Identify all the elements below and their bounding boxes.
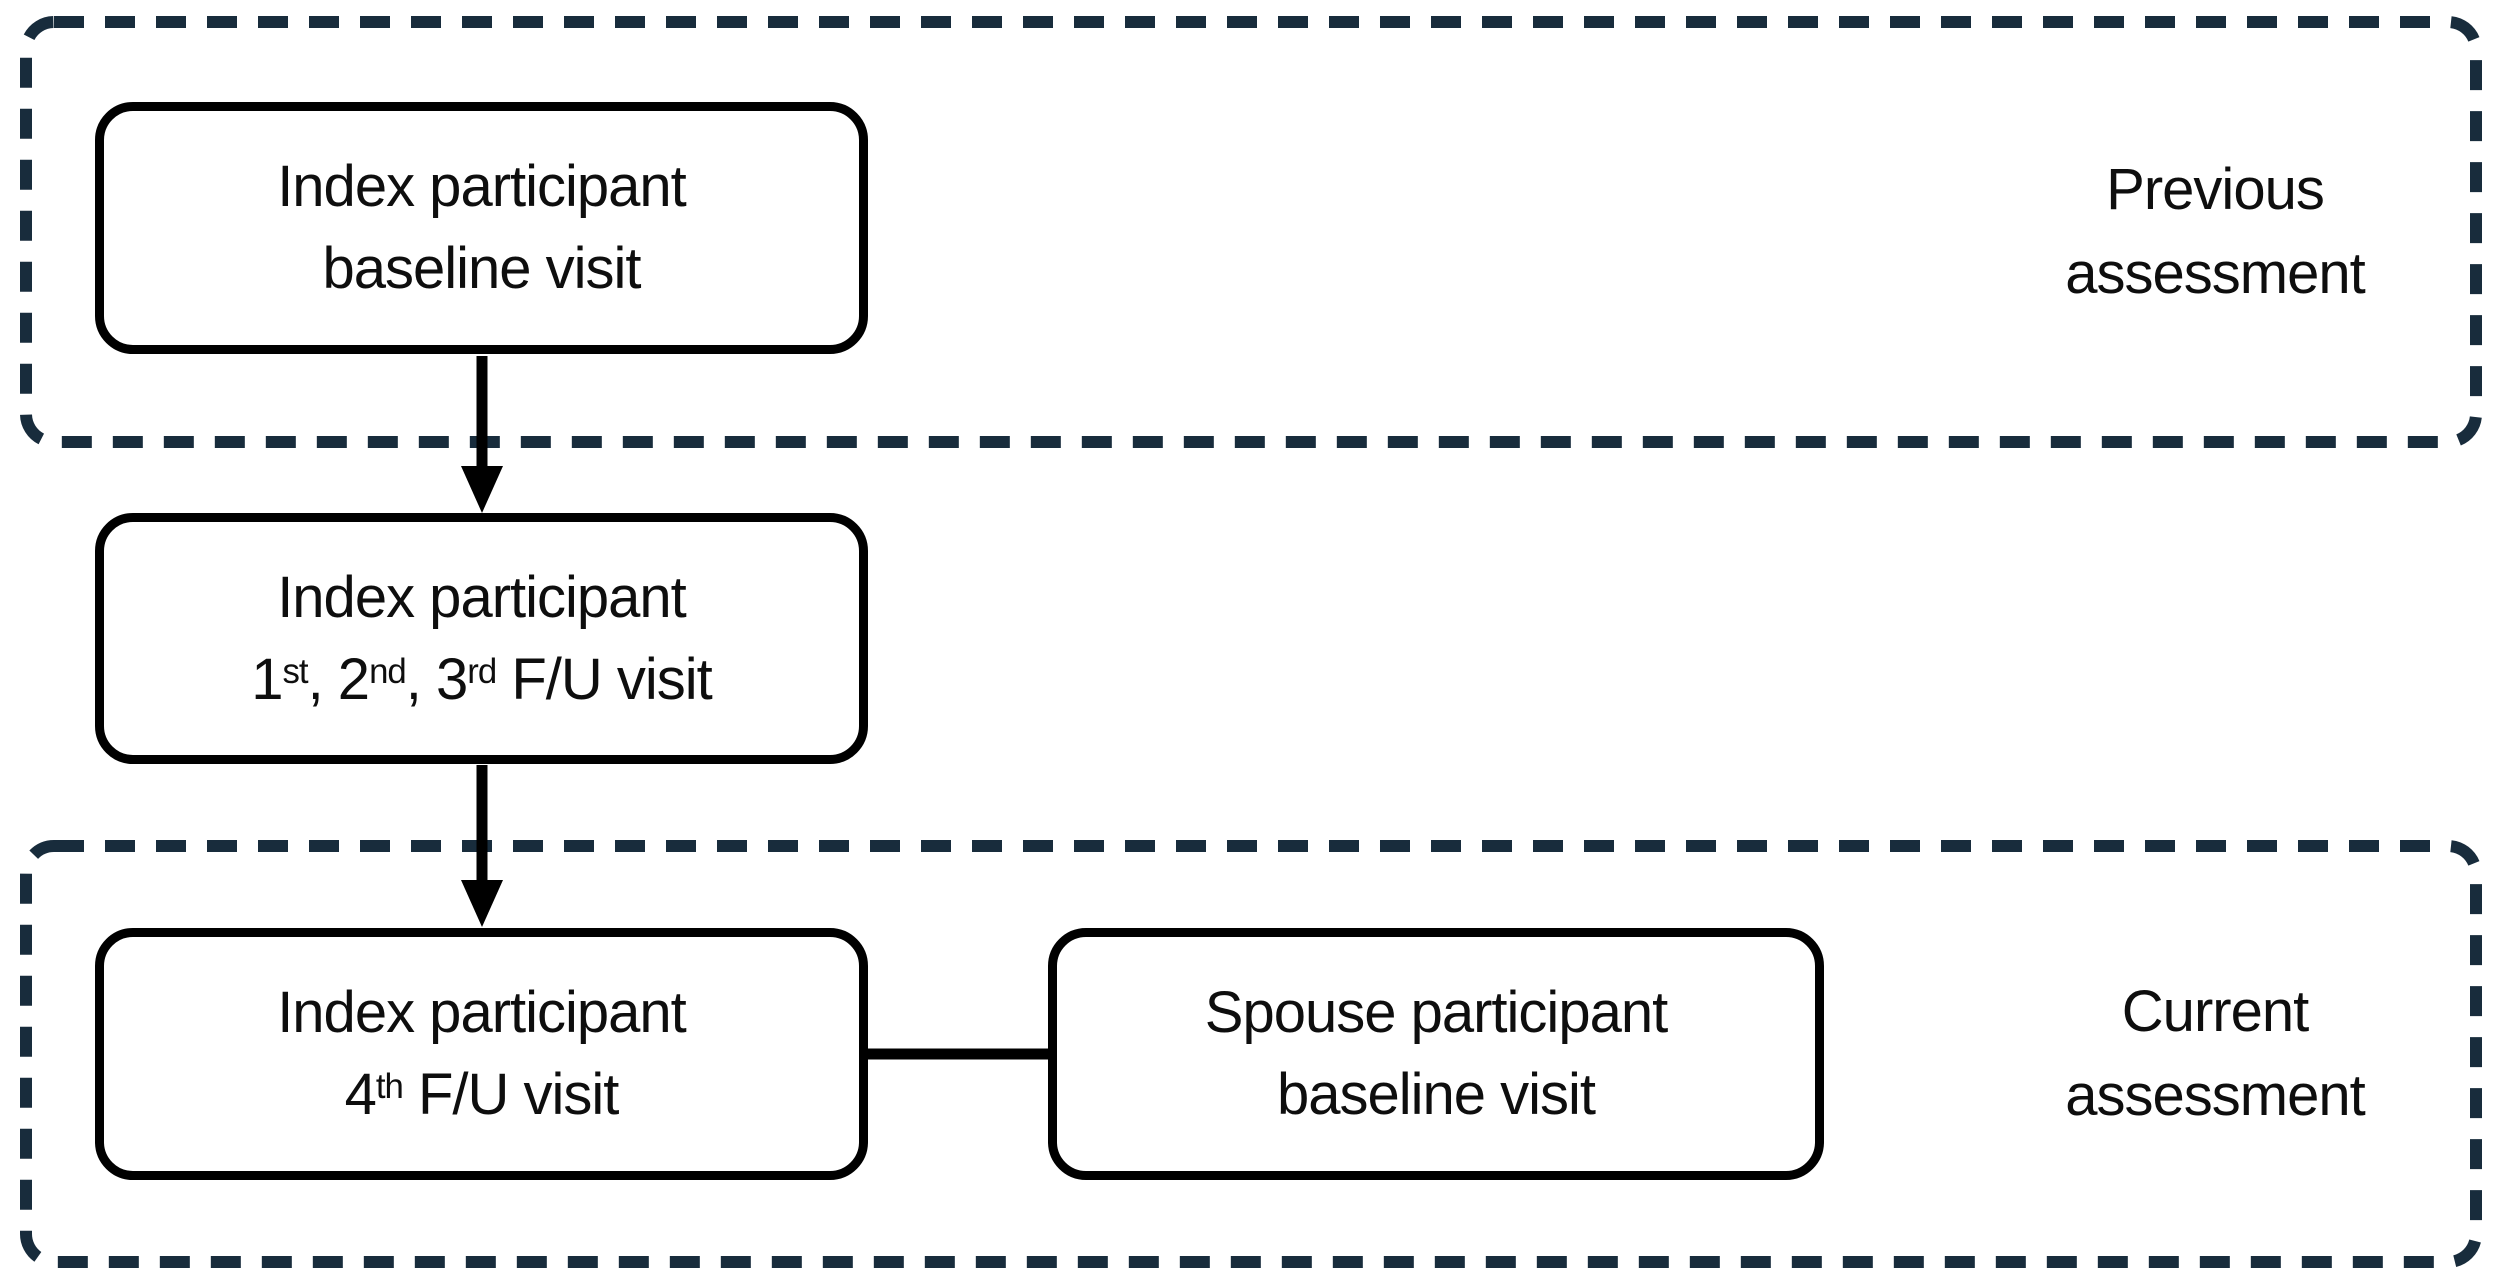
node-text-line2: 1st, 2nd, 3rd F/U visit [251, 646, 713, 712]
node-text-line1: Index participant [277, 564, 687, 630]
current-assessment-label: Current assessment [1960, 846, 2470, 1262]
current-assessment-label-text: Current assessment [2065, 970, 2365, 1138]
node-index-followup123-visit: Index participant 1st, 2nd, 3rd F/U visi… [95, 513, 868, 764]
node-text-line1: Spouse participant [1204, 980, 1668, 1045]
current-assessment-region-border [20, 840, 2482, 1268]
previous-assessment-label: Previous assessment [1960, 22, 2470, 442]
region-label-line2: assessment [2065, 241, 2365, 306]
node-text-line1: Index participant [277, 154, 687, 219]
arrow-baseline-to-followup123-head [461, 466, 503, 513]
node-index-followup4-visit-text: Index participant 4th F/U visit [277, 972, 687, 1136]
node-text-line2: baseline visit [1276, 1062, 1596, 1127]
node-text-line1: Index participant [277, 980, 687, 1045]
node-text-line2: baseline visit [322, 236, 641, 301]
region-label-line1: Current [2121, 979, 2309, 1044]
node-spouse-baseline-visit-text: Spouse participant baseline visit [1204, 972, 1668, 1136]
node-index-baseline-visit: Index participant baseline visit [95, 102, 868, 354]
region-label-line2: assessment [2065, 1063, 2365, 1128]
node-spouse-baseline-visit: Spouse participant baseline visit [1048, 928, 1824, 1180]
arrow-followup123-to-followup4-head [461, 880, 503, 927]
node-text-line2: 4th F/U visit [344, 1062, 620, 1127]
region-label-line1: Previous [2106, 157, 2325, 222]
previous-assessment-region-border [20, 16, 2482, 448]
previous-assessment-label-text: Previous assessment [2065, 148, 2365, 316]
node-index-followup123-visit-text: Index participant 1st, 2nd, 3rd F/U visi… [251, 557, 713, 721]
node-index-baseline-visit-text: Index participant baseline visit [277, 146, 687, 310]
node-index-followup4-visit: Index participant 4th F/U visit [95, 928, 868, 1180]
